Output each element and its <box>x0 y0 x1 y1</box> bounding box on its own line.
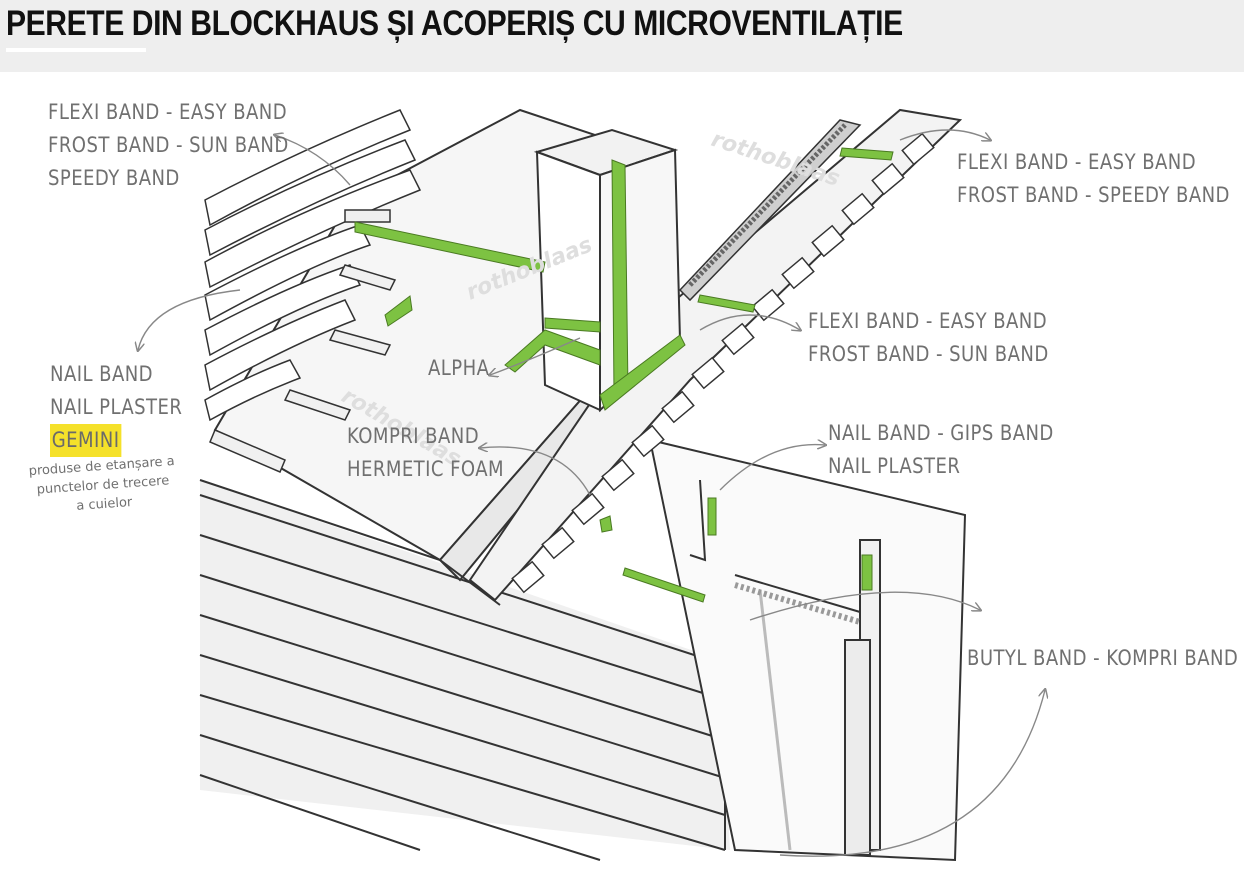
ridge-vent <box>678 119 862 302</box>
interior-wall <box>648 438 967 862</box>
label-top-left: FLEXI BAND - EASY BAND FROST BAND - SUN … <box>48 100 289 190</box>
label-nail: NAIL BAND NAIL PLASTER GEMINI <box>50 358 182 457</box>
nail-note: produse de etanșare a punctelor de trece… <box>28 453 176 514</box>
label-alpha: ALPHA <box>428 356 490 380</box>
header-bar: PERETE DIN BLOCKHAUS ȘI ACOPERIȘ CU MICR… <box>0 0 1244 72</box>
label-butyl: BUTYL BAND - KOMPRI BAND <box>967 646 1239 670</box>
title-underline <box>6 48 146 52</box>
ridge-blocks <box>511 132 935 594</box>
roof-wall-diagram: rothoblaas rothoblaas rothoblaas <box>0 108 1244 862</box>
roof-tiles <box>204 109 422 422</box>
green-tapes <box>354 147 894 603</box>
leader-arrows <box>138 129 1045 857</box>
gemini-highlight: GEMINI <box>50 424 122 457</box>
page-title: PERETE DIN BLOCKHAUS ȘI ACOPERIȘ CU MICR… <box>6 4 903 43</box>
log-wall <box>199 480 730 861</box>
label-top-right: FLEXI BAND - EASY BAND FROST BAND - SPEE… <box>957 150 1230 207</box>
label-kompri: KOMPRI BAND HERMETIC FOAM <box>347 424 505 481</box>
label-nail-gips: NAIL BAND - GIPS BAND NAIL PLASTER <box>828 421 1054 478</box>
label-mid-right: FLEXI BAND - EASY BAND FROST BAND - SUN … <box>808 309 1049 366</box>
battens <box>209 209 397 473</box>
